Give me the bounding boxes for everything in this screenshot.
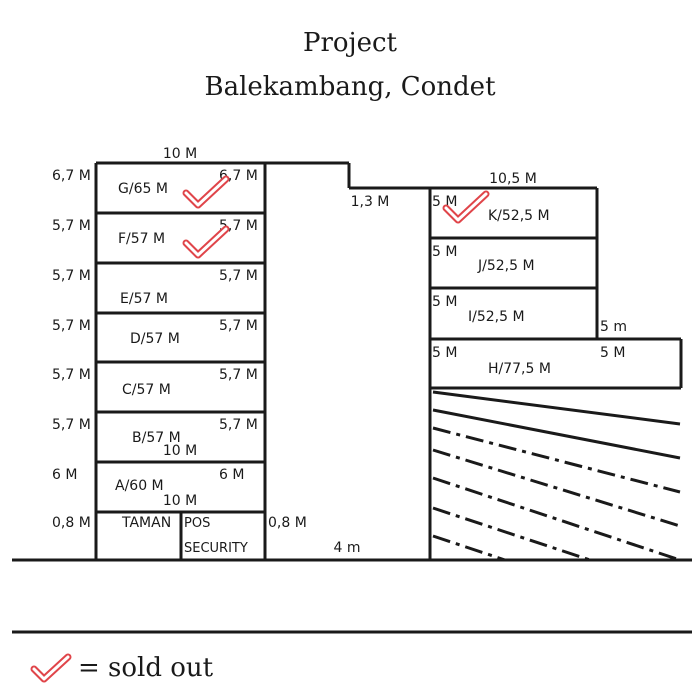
bottom-dim-label: 10 M xyxy=(163,493,197,509)
unit-label-g: G/65 M xyxy=(118,181,168,197)
legend: = sold out xyxy=(30,648,213,688)
checkmark-icon xyxy=(30,653,72,683)
taman-label: TAMAN xyxy=(121,515,171,531)
bottom-dim-label: 10 M xyxy=(163,443,197,459)
left-dim-label: 5,7 M xyxy=(52,367,91,383)
right-dim-label: 5,7 M xyxy=(219,417,258,433)
hatched-area xyxy=(432,390,681,562)
legend-text: = sold out xyxy=(78,653,214,683)
project-title: Project xyxy=(302,28,398,58)
unit-label-a: A/60 M xyxy=(115,478,164,494)
left-dim-label: 6,7 M xyxy=(52,168,91,184)
unit-label-f: F/57 M xyxy=(118,231,165,247)
unit-label-b: B/57 M xyxy=(132,430,181,446)
project-location: Balekambang, Condet xyxy=(204,72,496,102)
left-dim-label: 5 M xyxy=(432,294,457,310)
pos-label: POS xyxy=(184,516,210,531)
left-dim-label: 5 M xyxy=(432,244,457,260)
pos-right-dim: 0,8 M xyxy=(268,515,307,531)
sold-checkmark-icon xyxy=(442,190,490,224)
unit-label-d: D/57 M xyxy=(130,331,180,347)
unit-label-i: I/52,5 M xyxy=(468,309,525,325)
left-dim-label: 5 M xyxy=(432,194,457,210)
right-dim-label: 5 M xyxy=(600,345,625,361)
sold-checkmark-icon xyxy=(182,225,230,259)
right-dim-label: 5,7 M xyxy=(219,318,258,334)
left-top-width-label: 10 M xyxy=(163,146,197,162)
unit-label-k: K/52,5 M xyxy=(488,208,550,224)
right-dim-label: 5,7 M xyxy=(219,367,258,383)
unit-label-j: J/52,5 M xyxy=(477,258,535,274)
side-dim-label: 5 m xyxy=(600,319,627,335)
plan-outline xyxy=(12,161,692,634)
security-label: SECURITY xyxy=(184,541,248,556)
sold-checkmark-icon xyxy=(182,175,230,209)
unit-label-h: H/77,5 M xyxy=(488,361,551,377)
unit-label-c: C/57 M xyxy=(122,382,171,398)
road-offset-label: 1,3 M xyxy=(351,194,390,210)
left-dim-label: 5,7 M xyxy=(52,318,91,334)
right-dim-label: 5,7 M xyxy=(219,268,258,284)
left-dim-label: 5 M xyxy=(432,345,457,361)
right-dim-label: 6 M xyxy=(219,467,244,483)
taman-left-dim: 0,8 M xyxy=(52,515,91,531)
left-dim-label: 5,7 M xyxy=(52,417,91,433)
left-dim-label: 5,7 M xyxy=(52,268,91,284)
road-width-label: 4 m xyxy=(334,540,361,556)
unit-label-e: E/57 M xyxy=(120,291,168,307)
right-top-width-label: 10,5 M xyxy=(489,171,537,187)
left-dim-label: 6 M xyxy=(52,467,77,483)
left-dim-label: 5,7 M xyxy=(52,218,91,234)
